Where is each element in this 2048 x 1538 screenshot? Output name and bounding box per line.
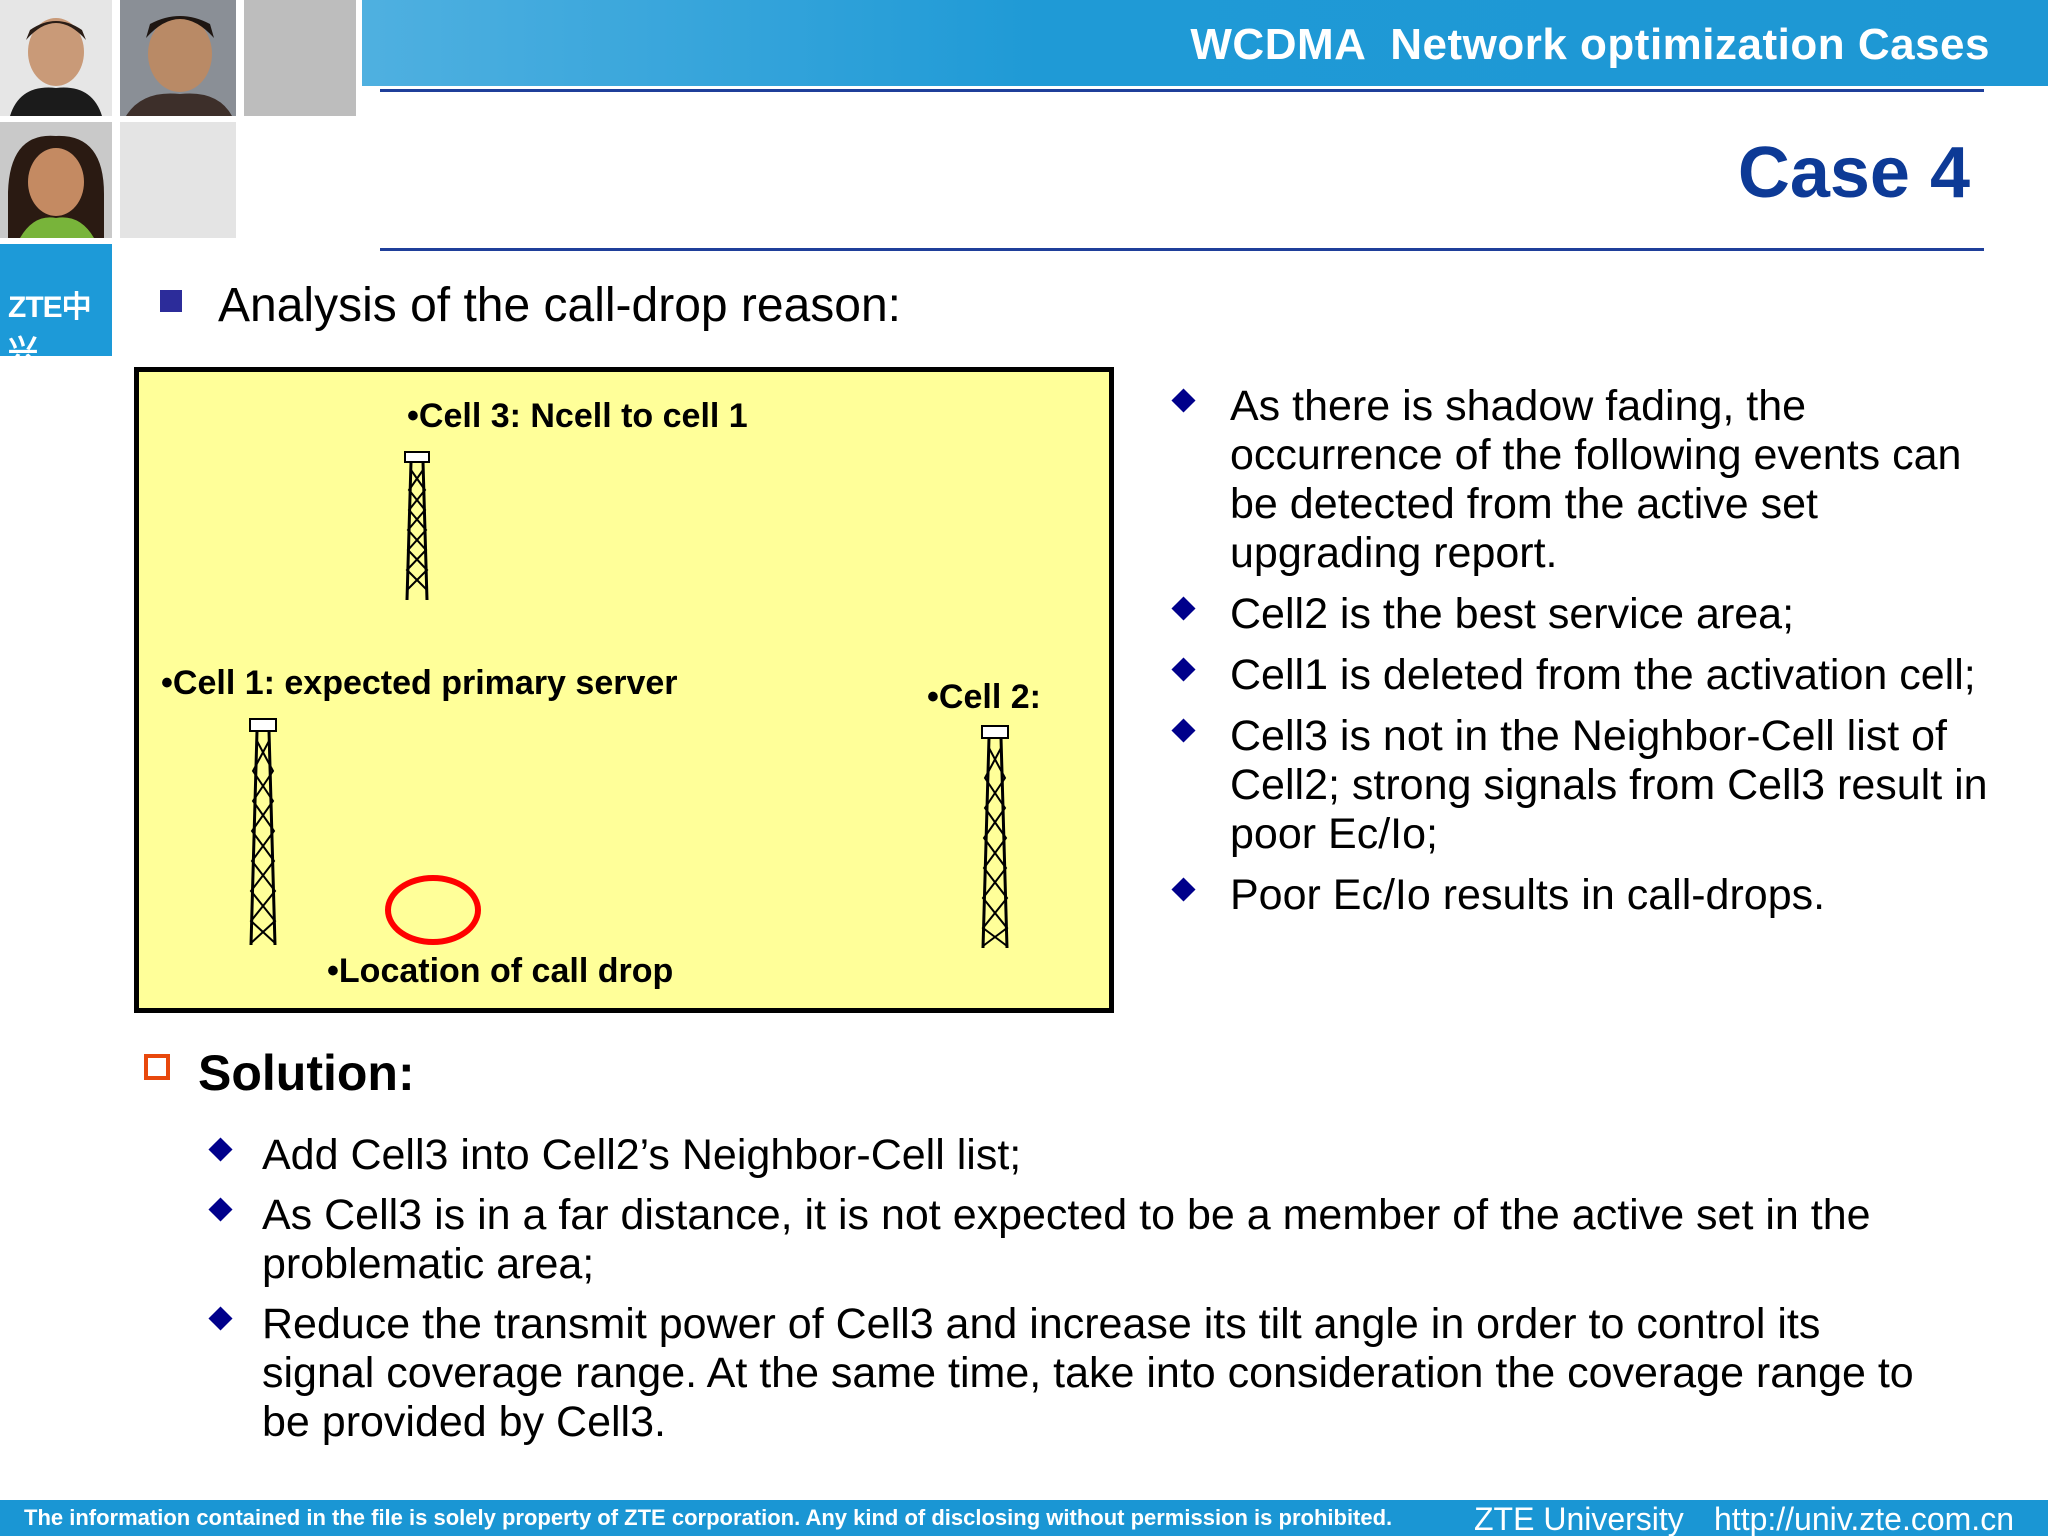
header-divider-bottom (380, 248, 1984, 251)
person-photo-2 (120, 0, 236, 116)
list-item-text: Cell1 is deleted from the activation cel… (1230, 651, 1976, 699)
list-item-text: Add Cell3 into Cell2’s Neighbor-Cell lis… (262, 1131, 1022, 1179)
person-photo-3 (0, 122, 112, 238)
footer-bar: The information contained in the file is… (0, 1500, 2048, 1537)
grey-tile (244, 0, 356, 116)
solution-list: Add Cell3 into Cell2’s Neighbor-Cell lis… (198, 1131, 1918, 1458)
analysis-bullet-list: As there is shadow fading, the occurrenc… (1165, 382, 2005, 932)
square-bullet-icon (160, 290, 182, 312)
list-item-text: Reduce the transmit power of Cell3 and i… (262, 1300, 1914, 1446)
person-photo-1 (0, 0, 112, 116)
university-link[interactable]: http://univ.zte.com.cn (1714, 1501, 2014, 1537)
call-drop-location-marker (385, 875, 481, 945)
list-item: Poor Ec/Io results in call-drops. (1165, 871, 2005, 920)
list-item: As there is shadow fading, the occurrenc… (1165, 382, 2005, 578)
cell2-tower-icon (981, 725, 1009, 949)
call-drop-diagram: •Cell 3: Ncell to cell 1 •Cell 1: expect… (134, 367, 1114, 1013)
light-grey-tile (120, 122, 236, 238)
diamond-bullet-icon (208, 1306, 233, 1331)
list-item: Reduce the transmit power of Cell3 and i… (198, 1300, 1918, 1447)
cell3-tower-icon (404, 451, 430, 601)
header-bar: WCDMA Network optimization Cases (362, 0, 2048, 86)
cell3-label: •Cell 3: Ncell to cell 1 (407, 397, 748, 435)
presentation-title: WCDMA Network optimization Cases (1190, 20, 1990, 69)
list-item-text: Cell2 is the best service area; (1230, 590, 1795, 638)
list-item: Cell1 is deleted from the activation cel… (1165, 651, 2005, 700)
diamond-bullet-icon (208, 1137, 233, 1162)
university-label: ZTE University (1474, 1501, 1684, 1537)
diamond-bullet-icon (1171, 718, 1196, 743)
list-item: Add Cell3 into Cell2’s Neighbor-Cell lis… (198, 1131, 1918, 1180)
slide-title: Case 4 (1737, 133, 1970, 213)
checkbox-bullet-icon (144, 1054, 170, 1080)
confidentiality-notice: The information contained in the file is… (24, 1505, 1393, 1530)
cell2-label: •Cell 2: (927, 678, 1041, 716)
diamond-bullet-icon (208, 1197, 233, 1222)
list-item: Cell2 is the best service area; (1165, 590, 2005, 639)
solution-heading: Solution: (198, 1045, 415, 1101)
list-item-text: Cell3 is not in the Neighbor-Cell list o… (1230, 712, 1988, 858)
list-item-text: As there is shadow fading, the occurrenc… (1230, 382, 1962, 577)
header-divider-top (380, 89, 1984, 92)
call-drop-label: •Location of call drop (327, 952, 674, 990)
list-item: Cell3 is not in the Neighbor-Cell list o… (1165, 712, 2005, 859)
cell1-tower-icon (249, 718, 277, 946)
diamond-bullet-icon (1171, 657, 1196, 682)
diamond-bullet-icon (1171, 388, 1196, 413)
zte-logo: ZTE中兴 (0, 244, 112, 368)
list-item-text: As Cell3 is in a far distance, it is not… (262, 1191, 1871, 1288)
zte-logo-text: ZTE中兴 (8, 291, 92, 368)
diamond-bullet-icon (1171, 596, 1196, 621)
analysis-heading: Analysis of the call-drop reason: (218, 279, 902, 332)
list-item-text: Poor Ec/Io results in call-drops. (1230, 871, 1826, 919)
list-item: As Cell3 is in a far distance, it is not… (198, 1191, 1918, 1289)
diamond-bullet-icon (1171, 877, 1196, 902)
cell1-label: •Cell 1: expected primary server (161, 664, 678, 702)
